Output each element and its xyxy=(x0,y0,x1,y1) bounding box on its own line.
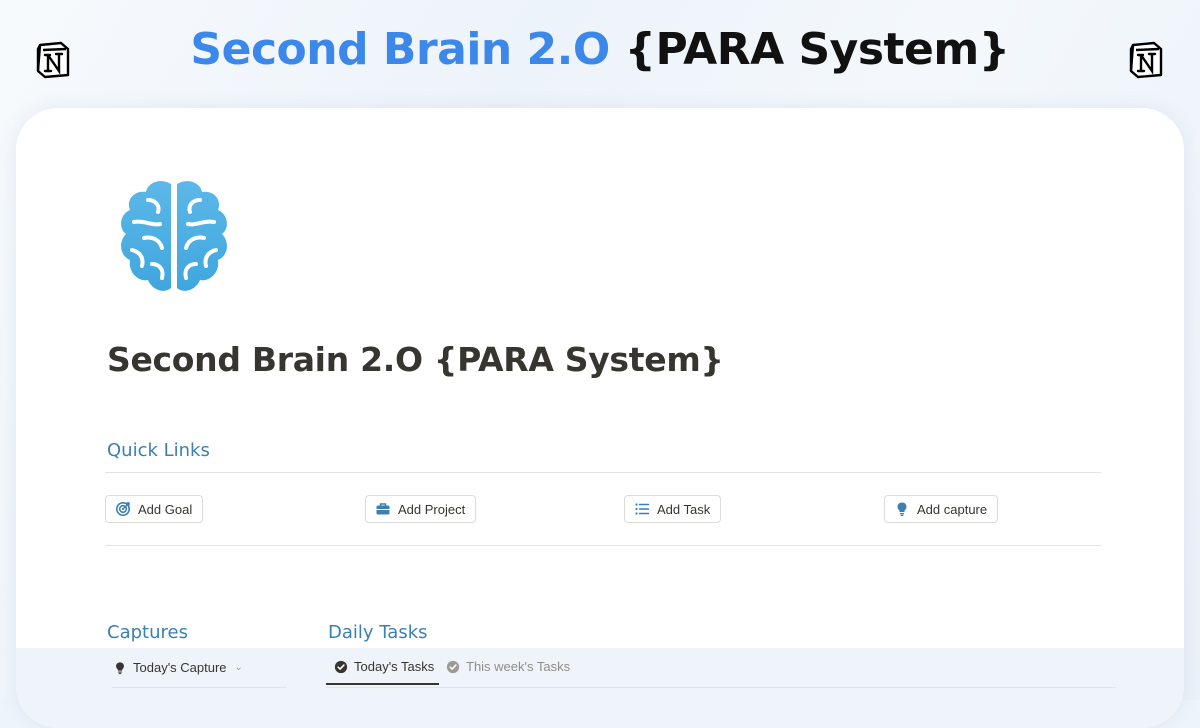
notion-logo-icon xyxy=(36,41,70,79)
banner-title: Second Brain 2.O {PARA System} xyxy=(0,24,1200,75)
chevron-down-icon: ⌄ xyxy=(234,662,243,673)
view-tab-label: Today's Capture xyxy=(133,660,227,675)
target-icon xyxy=(116,502,130,516)
list-icon xyxy=(635,503,650,515)
view-tab-todays-capture[interactable]: Today's Capture ⌄ xyxy=(113,660,243,675)
brain-icon[interactable] xyxy=(116,178,232,296)
briefcase-icon xyxy=(376,503,390,515)
quick-links-heading: Quick Links xyxy=(107,440,210,461)
captures-heading: Captures xyxy=(107,622,188,643)
add-goal-label: Add Goal xyxy=(138,501,193,517)
tab-label: Today's Tasks xyxy=(354,659,435,674)
add-capture-button[interactable]: Add capture xyxy=(884,495,999,523)
divider xyxy=(326,687,1116,688)
banner: Second Brain 2.O {PARA System} xyxy=(0,0,1200,105)
divider xyxy=(112,687,287,688)
page-title: Second Brain 2.O {PARA System} xyxy=(107,340,724,379)
active-tab-indicator xyxy=(326,683,439,685)
banner-title-rest: {PARA System} xyxy=(624,24,1010,75)
tab-todays-tasks[interactable]: Today's Tasks xyxy=(334,659,434,674)
add-task-label: Add Task xyxy=(657,501,711,517)
tab-label: This week's Tasks xyxy=(466,659,571,674)
check-circle-icon xyxy=(446,660,460,673)
banner-title-accent: Second Brain 2.O xyxy=(190,24,610,75)
lightbulb-icon xyxy=(897,502,907,516)
notion-logo-icon xyxy=(1129,41,1163,79)
add-project-button[interactable]: Add Project xyxy=(365,495,477,523)
divider xyxy=(105,545,1101,546)
add-goal-button[interactable]: Add Goal xyxy=(105,495,204,523)
tab-this-weeks-tasks[interactable]: This week's Tasks xyxy=(446,659,570,674)
notion-page-card: Second Brain 2.O {PARA System} Quick Lin… xyxy=(16,108,1184,728)
add-project-label: Add Project xyxy=(398,501,466,517)
daily-tasks-heading: Daily Tasks xyxy=(328,622,428,643)
add-capture-label: Add capture xyxy=(917,501,988,517)
add-task-button[interactable]: Add Task xyxy=(624,495,722,523)
lightbulb-icon xyxy=(116,661,124,674)
check-circle-icon xyxy=(334,660,348,673)
divider xyxy=(105,472,1101,473)
